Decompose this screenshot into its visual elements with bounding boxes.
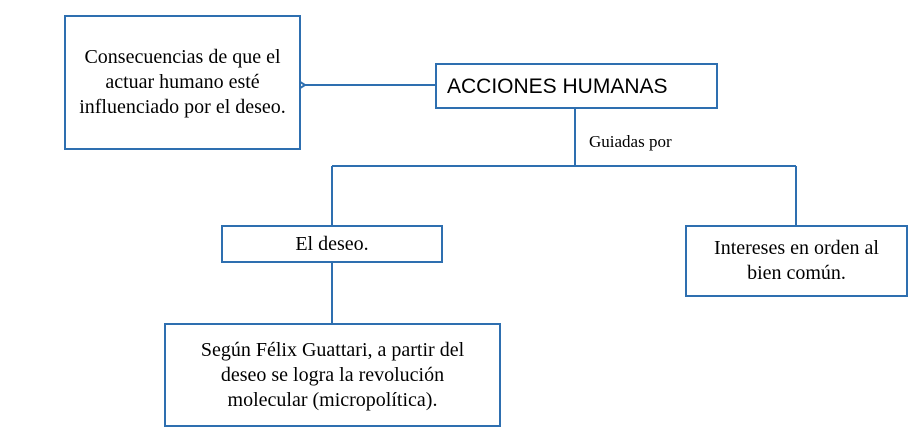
root-box-acciones-humanas: ACCIONES HUMANAS bbox=[435, 63, 718, 109]
edge-label-guiadas-por: Guiadas por bbox=[589, 132, 672, 151]
common-good-box: Intereses en orden al bien común. bbox=[685, 225, 908, 297]
desire-box: El deseo. bbox=[221, 225, 443, 263]
guattari-box: Según Félix Guattari, a partir del deseo… bbox=[164, 323, 501, 427]
consequences-text: Consecuencias de que el actuar humano es… bbox=[79, 46, 286, 118]
desire-text: El deseo. bbox=[295, 232, 369, 255]
common-good-text: Intereses en orden al bien común. bbox=[714, 237, 879, 284]
consequences-box: Consecuencias de que el actuar humano es… bbox=[64, 15, 301, 150]
guattari-text: Según Félix Guattari, a partir del deseo… bbox=[200, 338, 465, 411]
root-text: ACCIONES HUMANAS bbox=[447, 74, 668, 98]
